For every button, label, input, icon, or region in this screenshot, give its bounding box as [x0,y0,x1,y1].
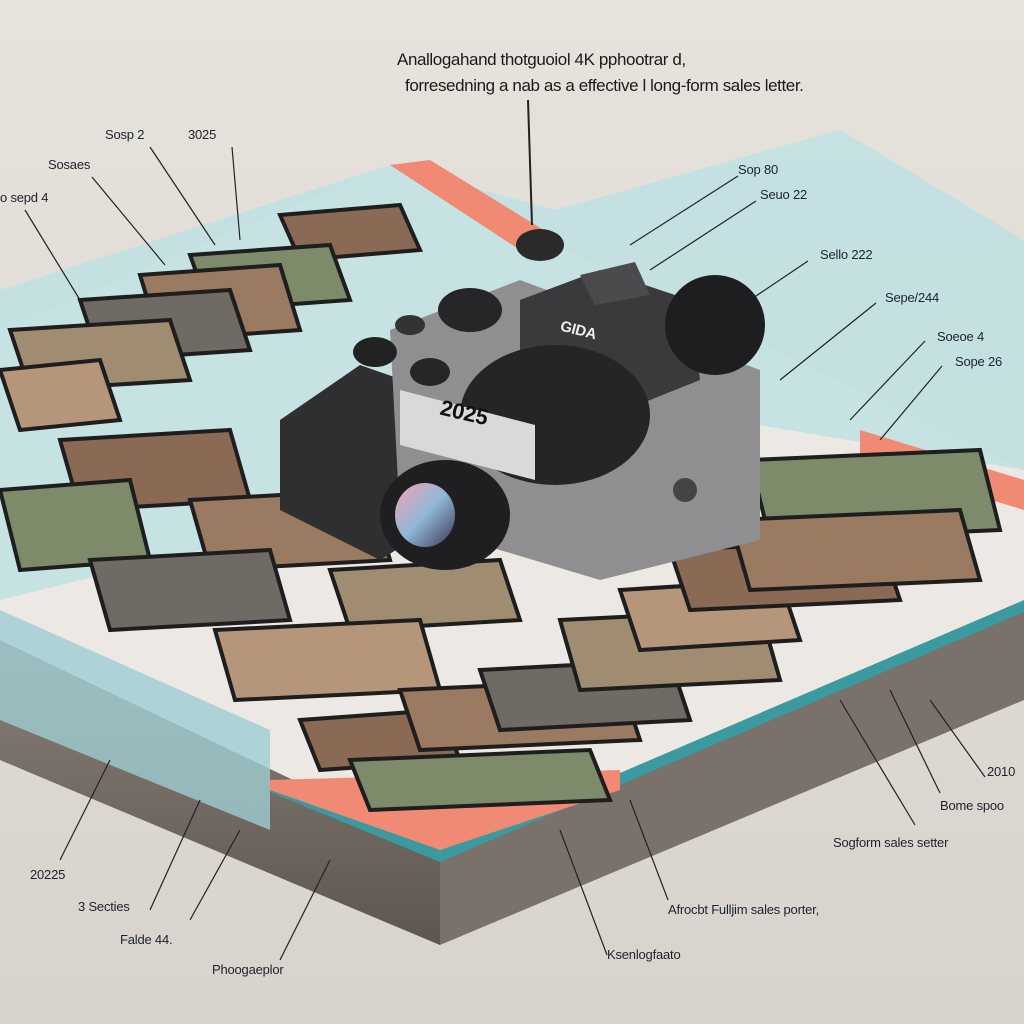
leader-line [629,799,669,901]
leader-line [24,209,81,301]
leader-line [91,176,166,266]
leader-line [779,302,877,381]
callout-label: Falde 44. [120,932,173,947]
coral-strip [390,160,560,250]
callout-label: Sepe/244 [885,290,940,305]
callout-label: Soeoe 4 [937,329,985,344]
callout-label: Ksenlogfaato [607,947,681,962]
photo-tile [0,357,123,433]
cover-panel [0,610,270,830]
leader-line [879,365,943,441]
leader-line [849,340,926,421]
callout-label: 20225 [30,867,66,882]
title-line-2: forresedning a nab as a effective l long… [405,76,804,95]
callout-label: Afrocbt Fulljim sales porter, [668,902,819,917]
title-line-1: Anallogahand thotguoiol 4K pphootrar d, [397,50,686,69]
callout-label: 2010 [987,764,1016,779]
leader-line [649,200,757,271]
callout-label: Sello 222 [820,247,873,262]
photo-tile [727,507,983,593]
callout-label: Sop 80 [738,162,779,177]
leader-line [929,699,986,778]
leader-line [629,175,739,246]
callout-label: o sepd 4 [0,190,49,205]
leader-line [59,759,111,861]
leader-line [559,829,608,956]
callout-label: Sope 26 [955,354,1003,369]
callout-label: 3 Secties [78,899,130,914]
photo-tile [87,547,293,633]
photo-tile [327,557,523,633]
leader-line [749,260,809,301]
photo-tile [347,747,613,813]
callout-label: Seuo 22 [760,187,808,202]
leader-line [149,799,201,911]
leader-line [839,699,916,826]
callout-label: Sogform sales setter [833,835,949,850]
callout-label: Bome spoo [940,798,1004,813]
leader-line [279,859,331,961]
photo-tiles [0,202,1003,813]
callout-label: Sosaes [48,157,91,172]
callout-leader-lines [24,146,986,961]
callout-label: 3025 [188,127,217,142]
leader-line [231,146,241,241]
slab-right-side [440,600,1024,945]
leader-line [149,146,216,246]
leader-line [189,829,241,921]
callout-label: Sosp 2 [105,127,145,142]
camera [280,99,765,580]
leader-line [889,689,941,794]
callout-label: Phoogaeplor [212,962,284,977]
